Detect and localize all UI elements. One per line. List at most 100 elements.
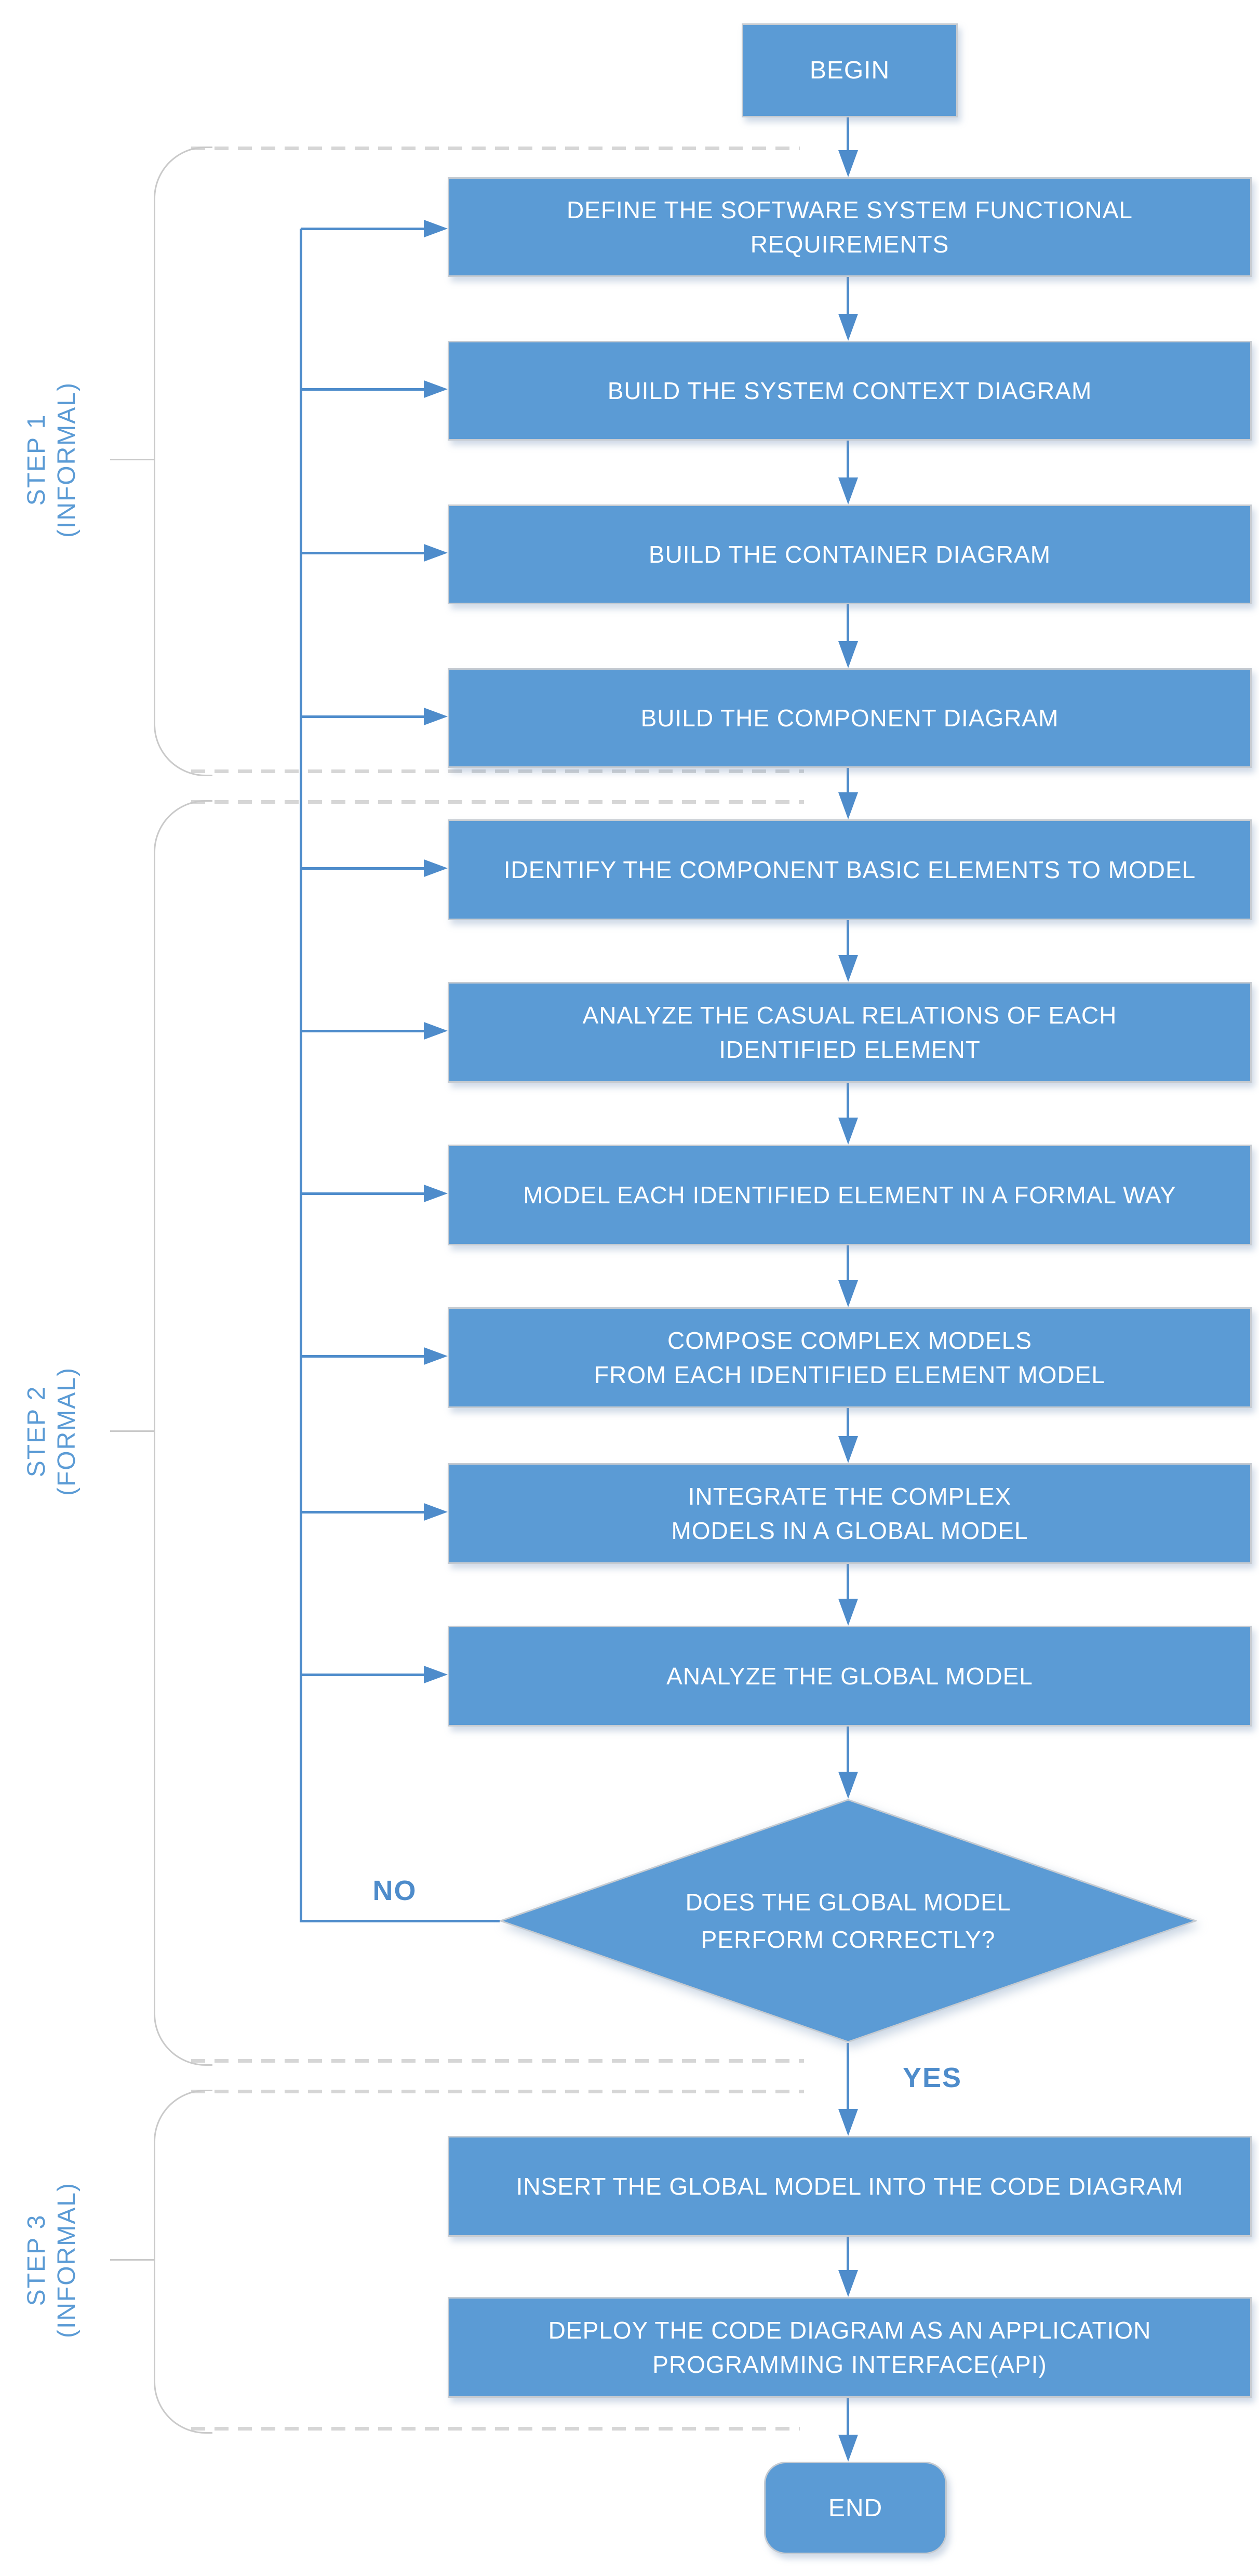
section3-label-tick (110, 2259, 154, 2261)
section2-bottom-dashed-line (191, 2059, 804, 2063)
process-box-deploy-api: DEPLOY THE CODE DIAGRAM AS AN APPLICATIO… (448, 2297, 1252, 2398)
connector-line (847, 1561, 849, 1601)
arrow-right-icon (424, 380, 448, 398)
connector-line (847, 2395, 849, 2437)
step1-label: STEP 1 (INFORMAL) (22, 338, 84, 582)
box-text-line: ANALYZE THE CASUAL RELATIONS OF EACH (582, 1002, 1117, 1029)
connector-line (847, 114, 849, 152)
process-box-compose-models: COMPOSE COMPLEX MODELS FROM EACH IDENTIF… (448, 1307, 1252, 1408)
feedback-branch-line (301, 388, 424, 391)
box-text-line: DEFINE THE SOFTWARE SYSTEM FUNCTIONAL (567, 196, 1133, 223)
arrow-down-icon (838, 1118, 858, 1145)
feedback-branch-line (301, 867, 424, 870)
no-label-text: NO (372, 1875, 417, 1906)
connector-line (847, 274, 849, 316)
section2-bracket (154, 800, 212, 2066)
arrow-down-icon (838, 792, 858, 819)
process-box-component-diagram: BUILD THE COMPONENT DIAGRAM (448, 668, 1252, 768)
feedback-vertical-line (300, 229, 302, 1921)
section1-bottom-dashed-line (191, 769, 804, 773)
box-text-line: MODELS IN A GLOBAL MODEL (671, 1517, 1028, 1544)
decision-text-line: PERFORM CORRECTLY? (701, 1926, 996, 1953)
box-text-line: BUILD THE CONTAINER DIAGRAM (648, 541, 1051, 568)
box-text-line: PROGRAMMING INTERFACE(API) (652, 2351, 1047, 2378)
arrow-right-icon (424, 708, 448, 725)
feedback-branch-line (301, 1192, 424, 1195)
box-text-line: BUILD THE COMPONENT DIAGRAM (640, 705, 1059, 732)
step3-label-line1: STEP 3 (23, 2214, 50, 2306)
process-box-define-requirements: DEFINE THE SOFTWARE SYSTEM FUNCTIONAL RE… (448, 177, 1252, 277)
yes-label-text: YES (902, 2062, 962, 2093)
decision-diamond-label: DOES THE GLOBAL MODEL PERFORM CORRECTLY? (500, 1799, 1197, 2043)
box-text-line: REQUIREMENTS (750, 231, 949, 258)
box-text-line: BUILD THE SYSTEM CONTEXT DIAGRAM (607, 377, 1092, 404)
box-text-line: INSERT THE GLOBAL MODEL INTO THE CODE DI… (516, 2173, 1184, 2200)
step1-label-line1: STEP 1 (23, 414, 50, 506)
step3-label-line2: (INFORMAL) (53, 2182, 81, 2338)
process-box-analyze-global-model: ANALYZE THE GLOBAL MODEL (448, 1626, 1252, 1727)
end-node: END (764, 2462, 947, 2554)
arrow-down-icon (838, 2109, 858, 2136)
decision-text-line: DOES THE GLOBAL MODEL (685, 1889, 1011, 1916)
arrow-down-icon (838, 1280, 858, 1307)
connector-line (847, 437, 849, 480)
arrow-right-icon (424, 1022, 448, 1040)
connector-line (847, 2234, 849, 2272)
feedback-branch-line (301, 228, 424, 230)
arrow-down-icon (838, 1599, 858, 1626)
connector-line (847, 1080, 849, 1120)
process-box-integrate-models: INTEGRATE THE COMPLEX MODELS IN A GLOBAL… (448, 1463, 1252, 1564)
process-box-identify-elements: IDENTIFY THE COMPONENT BASIC ELEMENTS TO… (448, 819, 1252, 920)
feedback-branch-line (301, 715, 424, 718)
step3-label: STEP 3 (INFORMAL) (22, 2138, 84, 2382)
section1-label-tick (110, 459, 154, 460)
feedback-branch-line (301, 1674, 424, 1676)
box-text-line: IDENTIFY THE COMPONENT BASIC ELEMENTS TO… (503, 856, 1196, 883)
box-text-line: ANALYZE THE GLOBAL MODEL (666, 1663, 1033, 1690)
arrow-right-icon (424, 1347, 448, 1365)
process-box-model-elements: MODEL EACH IDENTIFIED ELEMENT IN A FORMA… (448, 1145, 1252, 1245)
step2-label-line1: STEP 2 (23, 1385, 50, 1478)
box-text-line: IDENTIFIED ELEMENT (719, 1036, 981, 1063)
process-box-insert-global-model: INSERT THE GLOBAL MODEL INTO THE CODE DI… (448, 2136, 1252, 2237)
no-branch-label: NO (353, 1875, 436, 1907)
connector-line (847, 601, 849, 643)
begin-label: BEGIN (809, 57, 890, 84)
yes-branch-label: YES (883, 2062, 982, 2094)
arrow-down-icon (838, 1436, 858, 1463)
arrow-right-icon (424, 544, 448, 562)
process-box-context-diagram: BUILD THE SYSTEM CONTEXT DIAGRAM (448, 341, 1252, 441)
feedback-branch-line (301, 1511, 424, 1513)
box-text-line: COMPOSE COMPLEX MODELS (667, 1327, 1032, 1354)
connector-line (847, 765, 849, 794)
section3-bracket (154, 2090, 212, 2434)
box-text-line: MODEL EACH IDENTIFIED ELEMENT IN A FORMA… (523, 1181, 1176, 1209)
arrow-down-icon (838, 641, 858, 668)
connector-line (847, 2043, 849, 2111)
section2-top-dashed-line (191, 800, 804, 804)
arrow-down-icon (838, 477, 858, 504)
section3-top-dashed-line (191, 2090, 804, 2093)
connector-line (847, 1405, 849, 1438)
step1-label-line2: (INFORMAL) (53, 382, 81, 538)
process-box-analyze-relations: ANALYZE THE CASUAL RELATIONS OF EACH IDE… (448, 982, 1252, 1083)
arrow-down-icon (838, 2270, 858, 2297)
process-box-container-diagram: BUILD THE CONTAINER DIAGRAM (448, 504, 1252, 604)
arrow-down-icon (838, 150, 858, 177)
box-text-line: FROM EACH IDENTIFIED ELEMENT MODEL (594, 1361, 1105, 1388)
arrow-down-icon (838, 1772, 858, 1799)
section3-bottom-dashed-line (191, 2427, 800, 2431)
section1-bracket (154, 147, 212, 776)
feedback-branch-line (301, 552, 424, 554)
box-text-line: INTEGRATE THE COMPLEX (688, 1483, 1012, 1510)
step2-label-line2: (FORMAL) (53, 1367, 81, 1496)
step2-label: STEP 2 (FORMAL) (22, 1309, 84, 1553)
box-text-line: DEPLOY THE CODE DIAGRAM AS AN APPLICATIO… (548, 2317, 1151, 2344)
arrow-down-icon (838, 955, 858, 982)
feedback-branch-line (301, 1355, 424, 1358)
begin-node: BEGIN (742, 23, 958, 117)
connector-line (847, 1723, 849, 1774)
feedback-horizontal-line (300, 1920, 500, 1922)
arrow-right-icon (424, 1666, 448, 1683)
